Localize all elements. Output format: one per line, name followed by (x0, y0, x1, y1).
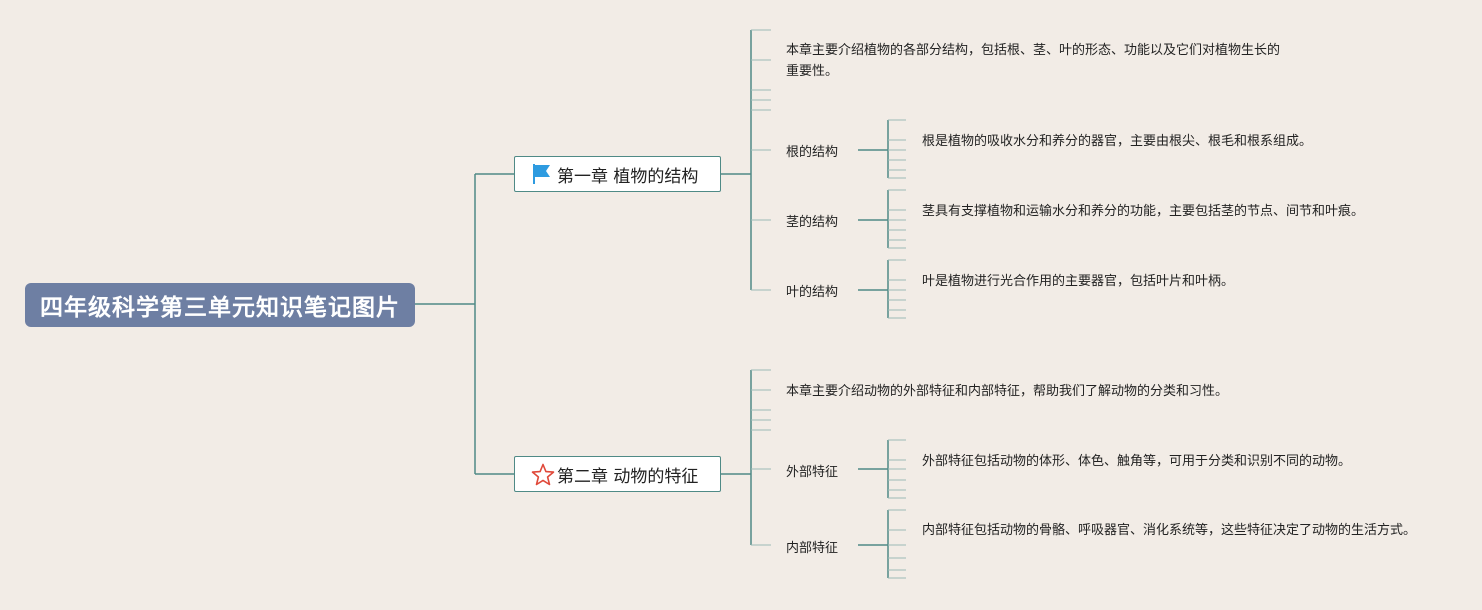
chapter-1-intro: 本章主要介绍植物的各部分结构，包括根、茎、叶的形态、功能以及它们对植物生长的重要… (786, 43, 1281, 79)
flag-icon (531, 163, 553, 185)
root-title: 四年级科学第三单元知识笔记图片 (40, 295, 400, 321)
section-external-detail: 外部特征包括动物的体形、体色、触角等，可用于分类和识别不同的动物。 (922, 454, 1352, 469)
chapter-2-topic[interactable]: 第二章 动物的特征 (514, 456, 721, 492)
section-external-features[interactable]: 外部特征 (786, 465, 839, 480)
chapter-2-intro: 本章主要介绍动物的外部特征和内部特征，帮助我们了解动物的分类和习性。 (786, 384, 1229, 399)
chapter-2-title: 第二章 动物的特征 (557, 466, 699, 487)
root-topic[interactable]: 四年级科学第三单元知识笔记图片 (25, 283, 415, 327)
section-leaf-detail: 叶是植物进行光合作用的主要器官，包括叶片和叶柄。 (922, 274, 1235, 289)
chapter-1-topic[interactable]: 第一章 植物的结构 (514, 156, 721, 192)
section-internal-detail: 内部特征包括动物的骨骼、呼吸器官、消化系统等，这些特征决定了动物的生活方式。 (922, 523, 1417, 538)
section-leaf-structure[interactable]: 叶的结构 (786, 285, 839, 300)
section-stem-detail: 茎具有支撑植物和运输水分和养分的功能，主要包括茎的节点、间节和叶痕。 (922, 204, 1365, 219)
star-icon (531, 463, 555, 486)
chapter-1-title: 第一章 植物的结构 (557, 166, 699, 187)
section-root-structure[interactable]: 根的结构 (786, 145, 839, 160)
section-internal-features[interactable]: 内部特征 (786, 541, 839, 556)
section-root-detail: 根是植物的吸收水分和养分的器官，主要由根尖、根毛和根系组成。 (922, 134, 1313, 149)
section-stem-structure[interactable]: 茎的结构 (786, 215, 839, 230)
